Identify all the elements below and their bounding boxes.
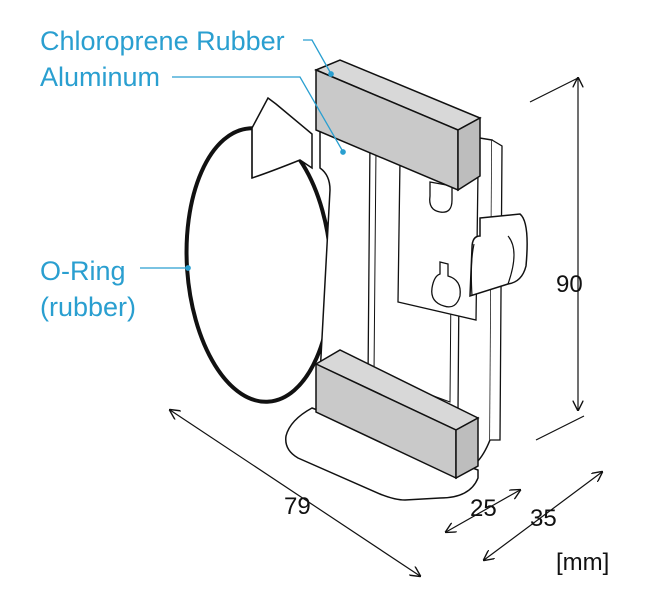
oring-label: O-Ring [40,256,126,286]
depth-outer-dimension: 35 [530,505,557,532]
callout-lines [140,39,346,271]
keyhole-slot-lower [431,261,461,308]
height-dimension: 90 [556,271,583,298]
aluminum-label: Aluminum [40,62,160,92]
dimension-lines [170,78,602,576]
width-dimension: 79 [284,493,311,520]
keyhole-slot-upper [429,181,453,213]
top-rubber-block [314,59,482,192]
oring-sublabel: (rubber) [40,292,136,322]
left-tab [251,96,313,180]
chloroprene-label: Chloroprene Rubber [40,26,285,56]
depth-inner-dimension: 25 [470,495,497,522]
unit-label: [mm] [556,549,609,576]
side-clip [469,213,528,298]
